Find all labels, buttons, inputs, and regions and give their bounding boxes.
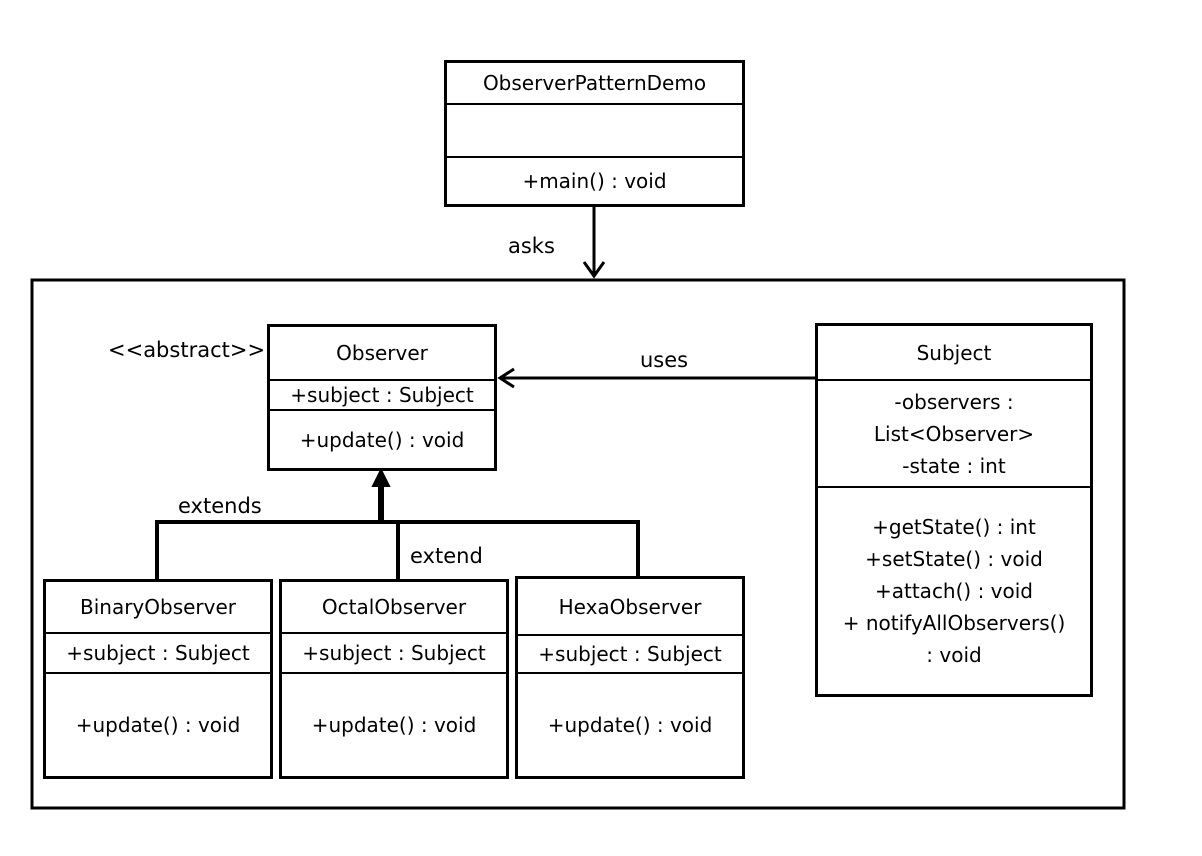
method: +main() : void xyxy=(522,169,667,193)
uses-arrow-head xyxy=(497,367,515,389)
class-name: Observer xyxy=(336,341,428,365)
method: : void xyxy=(926,643,982,667)
extend-label: extend xyxy=(410,544,483,568)
uses-label: uses xyxy=(640,348,689,372)
method: +attach() : void xyxy=(874,579,1033,603)
class-hexa-observer: HexaObserver +subject : Subject +update(… xyxy=(515,576,745,779)
attribute: +subject : Subject xyxy=(538,642,722,666)
class-observer: Observer +subject : Subject +update() : … xyxy=(267,324,497,471)
method: + notifyAllObservers() xyxy=(842,611,1066,635)
method: +update() : void xyxy=(299,427,465,452)
class-name: ObserverPatternDemo xyxy=(482,71,707,95)
method: +setState() : void xyxy=(865,547,1043,571)
class-name: HexaObserver xyxy=(558,594,702,619)
class-name: Subject xyxy=(916,340,992,365)
class-name: BinaryObserver xyxy=(79,595,236,619)
package-frame xyxy=(30,278,1126,810)
asks-arrow-head xyxy=(582,261,606,279)
attribute: +subject : Subject xyxy=(66,641,250,665)
method: +update() : void xyxy=(75,713,241,737)
asks-label: asks xyxy=(508,234,555,258)
attribute: -observers : xyxy=(894,389,1014,414)
stereotype-label: <<abstract>> xyxy=(108,338,266,362)
class-name: OctalObserver xyxy=(321,595,467,619)
class-subject: Subject -observers : List<Observer> -sta… xyxy=(815,323,1093,697)
attribute: +subject : Subject xyxy=(302,641,486,665)
method: +update() : void xyxy=(547,713,713,737)
attribute: -state : int xyxy=(902,453,1006,478)
class-binary-observer: BinaryObserver +subject : Subject +updat… xyxy=(43,579,273,779)
extends-arrow-head xyxy=(371,467,391,487)
attributes-section xyxy=(447,105,742,158)
extends-label: extends xyxy=(178,494,262,518)
attribute: List<Observer> xyxy=(873,421,1035,446)
method: +update() : void xyxy=(311,713,477,737)
attribute: +subject : Subject xyxy=(290,383,474,407)
class-octal-observer: OctalObserver +subject : Subject +update… xyxy=(279,579,509,779)
method: +getState() : int xyxy=(872,515,1036,539)
class-observer-pattern-demo: ObserverPatternDemo +main() : void xyxy=(444,60,745,207)
